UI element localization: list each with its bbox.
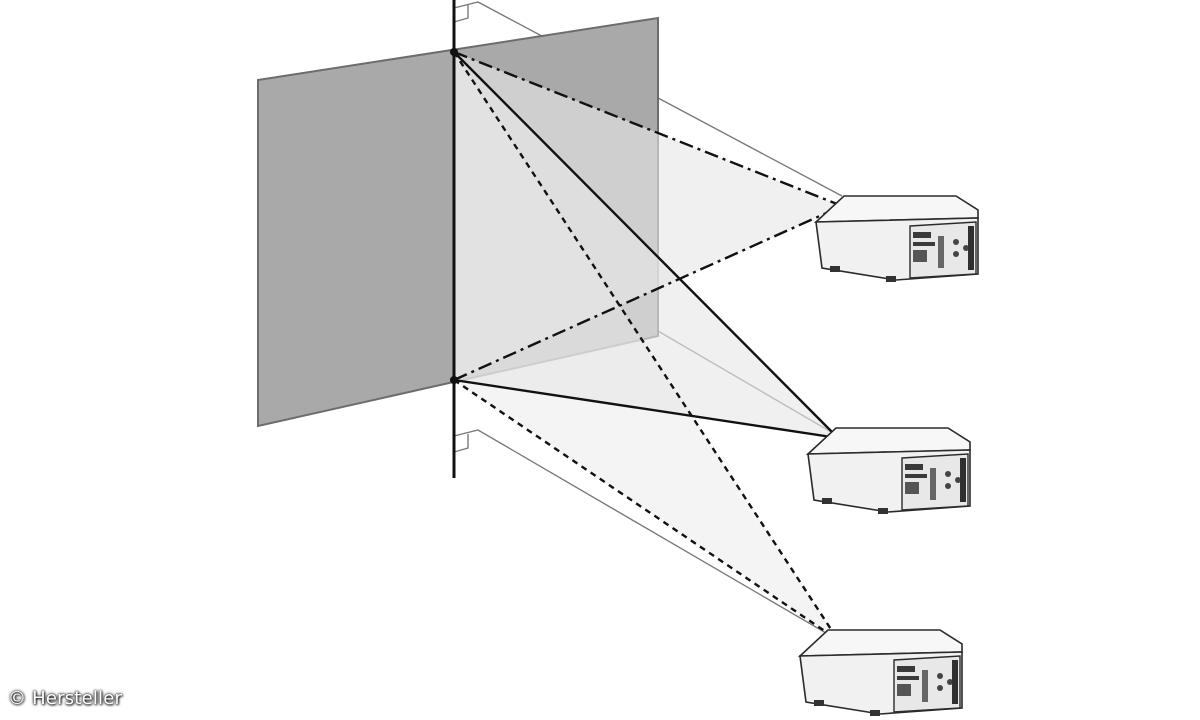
projection-lines bbox=[452, 50, 843, 641]
solid-line-lower bbox=[453, 378, 839, 440]
dashed-line-upper bbox=[452, 51, 840, 641]
image-credit: © Hersteller bbox=[8, 688, 123, 709]
projector-top bbox=[815, 195, 979, 283]
projector-bottom bbox=[799, 629, 963, 717]
dashed-line-lower bbox=[453, 379, 839, 641]
dashdot-line-upper bbox=[453, 50, 843, 208]
solid-line-upper bbox=[453, 51, 839, 439]
dashdot-line-lower bbox=[453, 204, 843, 382]
beam-bottom bbox=[454, 52, 838, 640]
projector-middle bbox=[807, 427, 971, 515]
